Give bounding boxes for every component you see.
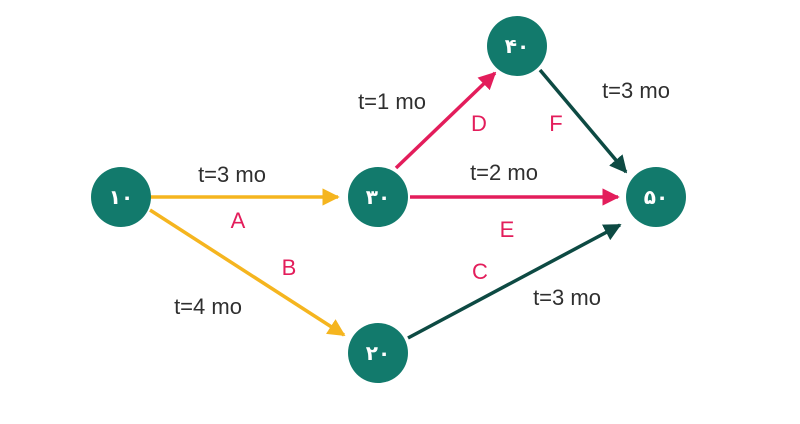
node-40: ۴۰ [487, 16, 547, 76]
node-10-circle [91, 167, 151, 227]
duration-label-f: t=3 mo [602, 78, 670, 103]
node-50-label: ۵۰ [644, 185, 668, 209]
duration-label-c: t=3 mo [533, 285, 601, 310]
arrow-d [394, 71, 497, 170]
duration-label-e: t=2 mo [470, 160, 538, 185]
node-40-label: ۴۰ [505, 34, 529, 58]
duration-label-b: t=4 mo [174, 294, 242, 319]
node-10: ۱۰ [91, 167, 151, 227]
node-50-circle [626, 167, 686, 227]
node-40-circle [487, 16, 547, 76]
duration-label-a: t=3 mo [198, 162, 266, 187]
activity-letter-f: F [549, 111, 562, 136]
activity-letter-a: A [231, 208, 246, 233]
node-30-label: ۳۰ [366, 185, 390, 209]
activity-letter-d: D [471, 111, 487, 136]
arrow-f [538, 68, 628, 174]
node-30: ۳۰ [348, 167, 408, 227]
duration-label-d: t=1 mo [358, 89, 426, 114]
activity-letter-c: C [472, 259, 488, 284]
arrow-c [407, 223, 622, 340]
node-10-label: ۱۰ [109, 185, 133, 209]
node-20: ۲۰ [348, 323, 408, 383]
node-50: ۵۰ [626, 167, 686, 227]
activity-letter-e: E [500, 217, 515, 242]
node-20-circle [348, 323, 408, 383]
activity-letter-b: B [282, 255, 297, 280]
node-30-circle [348, 167, 408, 227]
arrow-b [149, 208, 346, 337]
node-20-label: ۲۰ [366, 341, 390, 365]
